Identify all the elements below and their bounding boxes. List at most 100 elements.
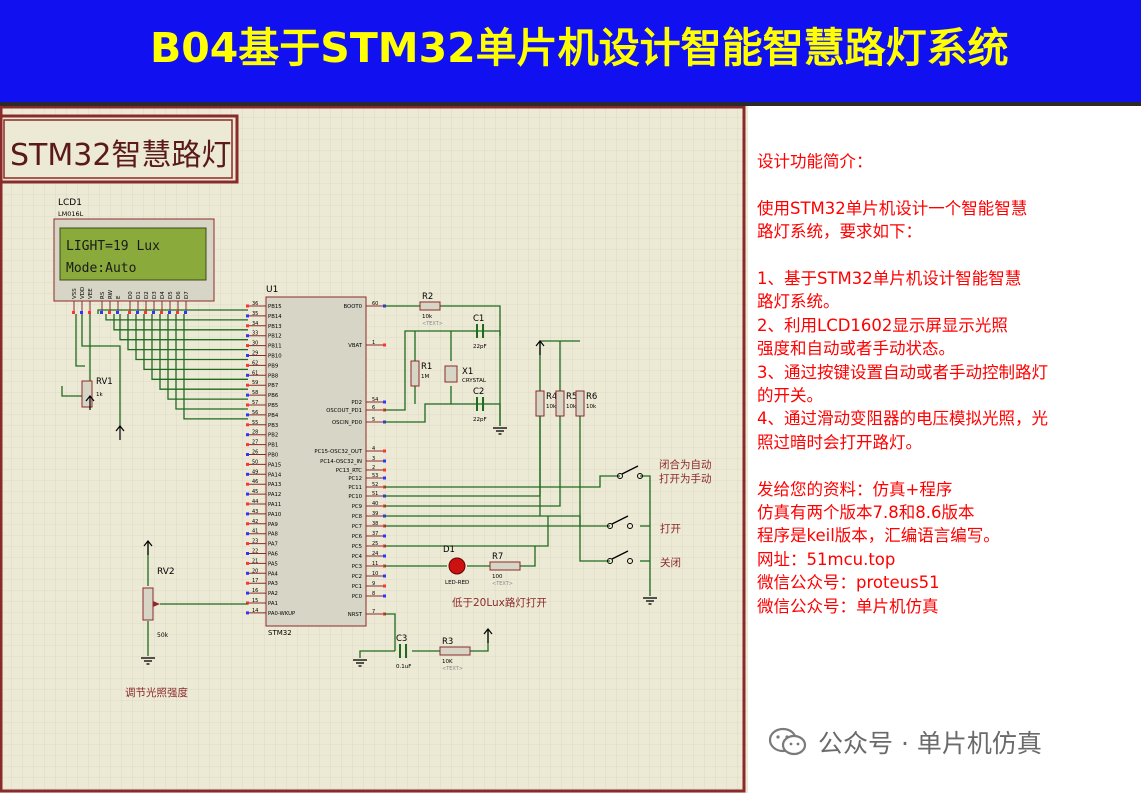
mcu-pin-label: OSCIN_PD0 bbox=[332, 420, 363, 426]
mcu-pin-label: PC8 bbox=[352, 514, 363, 520]
mcu-pin-number: 5 bbox=[372, 417, 375, 423]
rv2-value: 50k bbox=[157, 632, 169, 639]
pin-marker bbox=[383, 400, 386, 404]
pin-marker bbox=[246, 591, 249, 595]
mcu-pin-number: 29 bbox=[252, 351, 258, 357]
resistor-r7-text-tag: <TEXT> bbox=[492, 581, 513, 587]
description-line: 强度和自动或者手动状态。 bbox=[757, 339, 955, 359]
mcu-pin-number: 15 bbox=[252, 598, 258, 604]
pin-marker bbox=[246, 571, 249, 575]
mcu-pin-number: 16 bbox=[252, 588, 258, 594]
mcu-pin-number: 49 bbox=[252, 469, 258, 475]
lcd-pin-label: D1 bbox=[136, 291, 142, 299]
mcu-pin-number: 42 bbox=[252, 519, 258, 525]
resistor-r3-ref: R3 bbox=[442, 637, 453, 647]
mcu-pin-label: PB14 bbox=[268, 314, 282, 320]
mcu-pin-number: 24 bbox=[372, 551, 378, 557]
pin-marker bbox=[246, 344, 249, 348]
mcu-pin-number: 36 bbox=[252, 301, 258, 307]
pin-marker bbox=[383, 534, 386, 538]
wire bbox=[480, 330, 501, 426]
mcu-pin-label: PC6 bbox=[352, 534, 363, 540]
mcu-pin-number: 2 bbox=[372, 465, 375, 471]
mcu-pin-label: PC7 bbox=[352, 524, 362, 530]
pin-marker bbox=[246, 492, 249, 496]
mcu-pin-label: PC15-OSC32_OUT bbox=[314, 449, 362, 455]
pin-marker bbox=[176, 311, 179, 314]
lcd-model: LM016L bbox=[58, 210, 84, 218]
power-arrow-head bbox=[143, 540, 153, 547]
mcu-pin-number: 34 bbox=[252, 321, 258, 327]
pin-marker bbox=[246, 512, 249, 516]
pin-marker bbox=[246, 403, 249, 407]
capacitor-c2-value: 22pF bbox=[473, 417, 487, 423]
mcu-model: STM32 bbox=[268, 629, 292, 637]
lcd-pin-label: VSS bbox=[72, 288, 78, 299]
lcd-pin-label: D5 bbox=[168, 291, 174, 299]
description-line: 程序是keil版本，汇编语言编写。 bbox=[757, 526, 1000, 546]
resistor-r2-text-tag: <TEXT> bbox=[422, 321, 443, 327]
mcu-pin-label: PB11 bbox=[268, 344, 282, 350]
mcu-pin-label: PC12 bbox=[348, 476, 362, 482]
switch-on-label: 打开 bbox=[660, 522, 681, 535]
resistor-r2-ref: R2 bbox=[422, 292, 433, 302]
mcu-pin-number: 17 bbox=[252, 578, 258, 584]
mcu-pin-number: 37 bbox=[372, 531, 378, 537]
pin-marker bbox=[246, 472, 249, 476]
switch-off-contact bbox=[627, 558, 633, 564]
resistor-r2 bbox=[419, 301, 441, 311]
resistor-r1-ref: R1 bbox=[421, 362, 432, 372]
wire bbox=[440, 305, 501, 336]
mcu-pin-label: PC1 bbox=[352, 584, 362, 590]
mcu-pin-label: PA7 bbox=[268, 542, 278, 548]
mcu-pin-label: BOOT0 bbox=[344, 304, 363, 310]
wire bbox=[75, 314, 85, 367]
mcu-pin-label: PA8 bbox=[268, 532, 278, 538]
resistor-r7-value: 100 bbox=[492, 574, 503, 580]
mcu-pin-label: PB4 bbox=[268, 413, 279, 419]
resistor-r4 bbox=[535, 390, 545, 417]
resistor-r2-value: 10k bbox=[422, 314, 433, 320]
mcu-pin-label: PA6 bbox=[268, 552, 278, 558]
pin-marker bbox=[168, 311, 171, 314]
pin-marker bbox=[246, 314, 249, 318]
description-line bbox=[757, 244, 1141, 267]
wire bbox=[384, 330, 480, 411]
pin-marker bbox=[246, 354, 249, 357]
pin-marker bbox=[80, 311, 83, 314]
pin-marker bbox=[383, 468, 386, 472]
wire bbox=[640, 475, 651, 596]
lcd-pin-label: D6 bbox=[176, 291, 182, 299]
mcu-pin-label: PB7 bbox=[268, 383, 278, 389]
mcu-pin-number: 26 bbox=[252, 450, 258, 456]
mcu-pin-number: 30 bbox=[252, 341, 258, 347]
lcd-pin-label: RS bbox=[100, 291, 106, 299]
wire bbox=[135, 314, 248, 361]
wire bbox=[359, 650, 395, 658]
pin-marker bbox=[246, 324, 249, 328]
pin-marker bbox=[246, 561, 249, 565]
resistor-r7 bbox=[489, 561, 521, 571]
mcu-pin-number: 38 bbox=[372, 521, 378, 527]
resistor-r5 bbox=[555, 390, 565, 417]
mcu-pin-number: 55 bbox=[252, 420, 258, 426]
led-note: 低于20Lux路灯打开 bbox=[452, 596, 547, 609]
pin-marker bbox=[160, 311, 163, 314]
pin-marker bbox=[383, 476, 386, 480]
switch-mode-contact bbox=[637, 473, 643, 479]
lcd-pin-label: D4 bbox=[160, 291, 166, 299]
pin-marker bbox=[246, 601, 249, 605]
mcu-pin-number: 39 bbox=[372, 511, 378, 517]
description-line: 路灯系统，要求如下： bbox=[757, 222, 922, 242]
pin-marker bbox=[383, 449, 386, 453]
mcu-pin-label: PA5 bbox=[268, 561, 278, 567]
pin-marker bbox=[246, 373, 249, 377]
led-ref: D1 bbox=[443, 545, 455, 555]
mcu-pin-label: PA13 bbox=[268, 482, 281, 488]
wire bbox=[384, 475, 620, 488]
pin-marker bbox=[383, 459, 386, 463]
pin-marker bbox=[116, 311, 119, 314]
mcu-pin-number: 14 bbox=[252, 608, 258, 614]
pin-marker bbox=[383, 594, 386, 598]
